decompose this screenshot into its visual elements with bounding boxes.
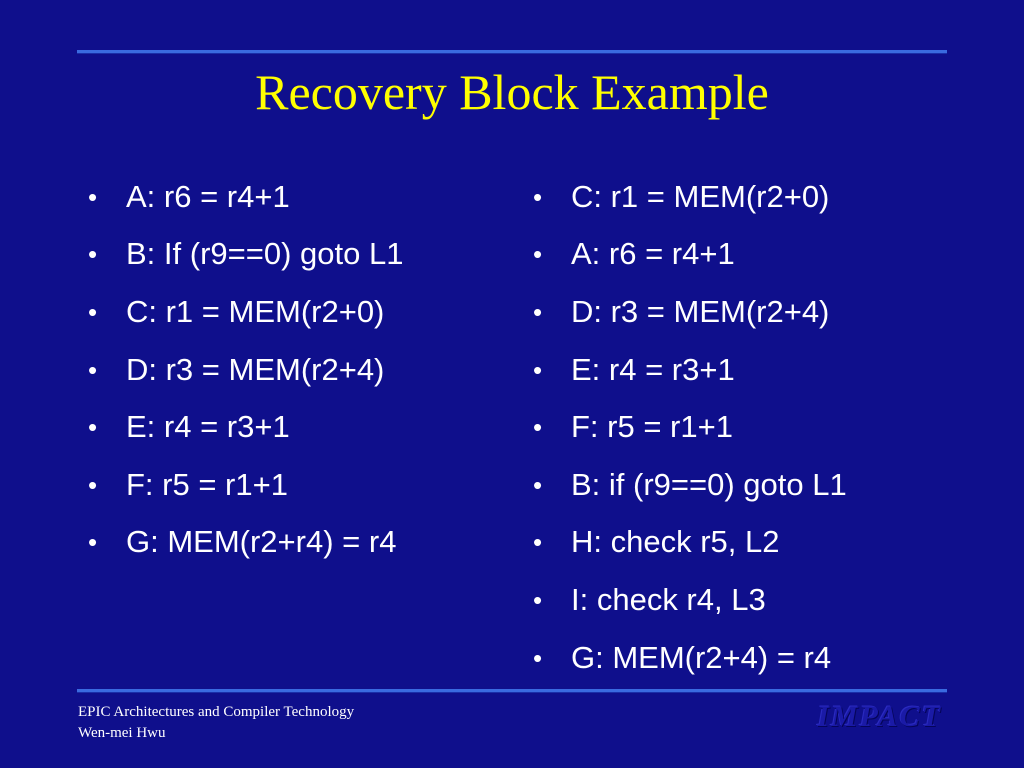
left-code-list: • A: r6 = r4+1 • B: If (r9==0) goto L1 • C:…	[88, 168, 403, 571]
impact-logo: IMPACT	[817, 700, 942, 733]
bullet-icon: •	[533, 354, 543, 385]
bullet-icon: •	[533, 181, 543, 212]
left-list-item: • F: r5 = r1+1	[88, 456, 403, 514]
bullet-icon: •	[533, 239, 543, 270]
left-list-item: • B: If (r9==0) goto L1	[88, 226, 403, 284]
left-list-item: • E: r4 = r3+1	[88, 398, 403, 456]
right-item-text: E: r4 = r3+1	[571, 351, 735, 387]
right-list-item: • D: r3 = MEM(r2+4)	[533, 283, 847, 341]
right-list-item: • F: r5 = r1+1	[533, 398, 847, 456]
bullet-icon: •	[88, 181, 98, 212]
right-list-item: • B: if (r9==0) goto L1	[533, 456, 847, 514]
left-item-text: E: r4 = r3+1	[126, 409, 290, 445]
left-item-text: B: If (r9==0) goto L1	[126, 236, 404, 272]
bullet-icon: •	[88, 469, 98, 500]
right-item-text: A: r6 = r4+1	[571, 236, 735, 272]
footer-author: Wen-mei Hwu	[78, 725, 166, 741]
left-list-item: • A: r6 = r4+1	[88, 168, 403, 226]
footer-course-title: EPIC Architectures and Compiler Technolo…	[78, 704, 355, 720]
top-divider-rule	[77, 50, 947, 54]
right-list-item: • H: check r5, L2	[533, 514, 847, 572]
bullet-icon: •	[88, 412, 98, 443]
right-item-text: C: r1 = MEM(r2+0)	[571, 178, 830, 214]
footer: EPIC Architectures and Compiler Technolo…	[78, 702, 354, 744]
right-item-text: F: r5 = r1+1	[571, 409, 733, 445]
right-item-text: B: if (r9==0) goto L1	[571, 466, 847, 502]
right-item-text: I: check r4, L3	[571, 581, 766, 617]
bullet-icon: •	[88, 354, 98, 385]
right-list-item: • E: r4 = r3+1	[533, 341, 847, 399]
bullet-icon: •	[533, 412, 543, 443]
right-item-text: D: r3 = MEM(r2+4)	[571, 293, 830, 329]
bullet-icon: •	[533, 584, 543, 615]
right-code-list: • C: r1 = MEM(r2+0) • A: r6 = r4+1 • D: r3 …	[533, 168, 847, 686]
slide-title: Recovery Block Example	[255, 64, 769, 120]
bullet-icon: •	[533, 642, 543, 673]
right-list-item: • I: check r4, L3	[533, 571, 847, 629]
bullet-icon: •	[533, 469, 543, 500]
left-item-text: C: r1 = MEM(r2+0)	[126, 293, 385, 329]
bullet-icon: •	[88, 527, 98, 558]
left-item-text: D: r3 = MEM(r2+4)	[126, 351, 385, 387]
right-item-text: G: MEM(r2+4) = r4	[571, 639, 832, 675]
left-item-text: F: r5 = r1+1	[126, 466, 288, 502]
bullet-icon: •	[533, 296, 543, 327]
right-list-item: • A: r6 = r4+1	[533, 226, 847, 284]
left-list-item: • G: MEM(r2+r4) = r4	[88, 514, 403, 572]
bullet-icon: •	[88, 239, 98, 270]
left-item-text: G: MEM(r2+r4) = r4	[126, 524, 397, 560]
left-list-item: • C: r1 = MEM(r2+0)	[88, 283, 403, 341]
left-list-item: • D: r3 = MEM(r2+4)	[88, 341, 403, 399]
bullet-icon: •	[88, 296, 98, 327]
right-list-item: • G: MEM(r2+4) = r4	[533, 629, 847, 687]
right-item-text: H: check r5, L2	[571, 524, 780, 560]
left-item-text: A: r6 = r4+1	[126, 178, 290, 214]
bottom-divider-rule	[77, 689, 947, 693]
bullet-icon: •	[533, 527, 543, 558]
right-list-item: • C: r1 = MEM(r2+0)	[533, 168, 847, 226]
